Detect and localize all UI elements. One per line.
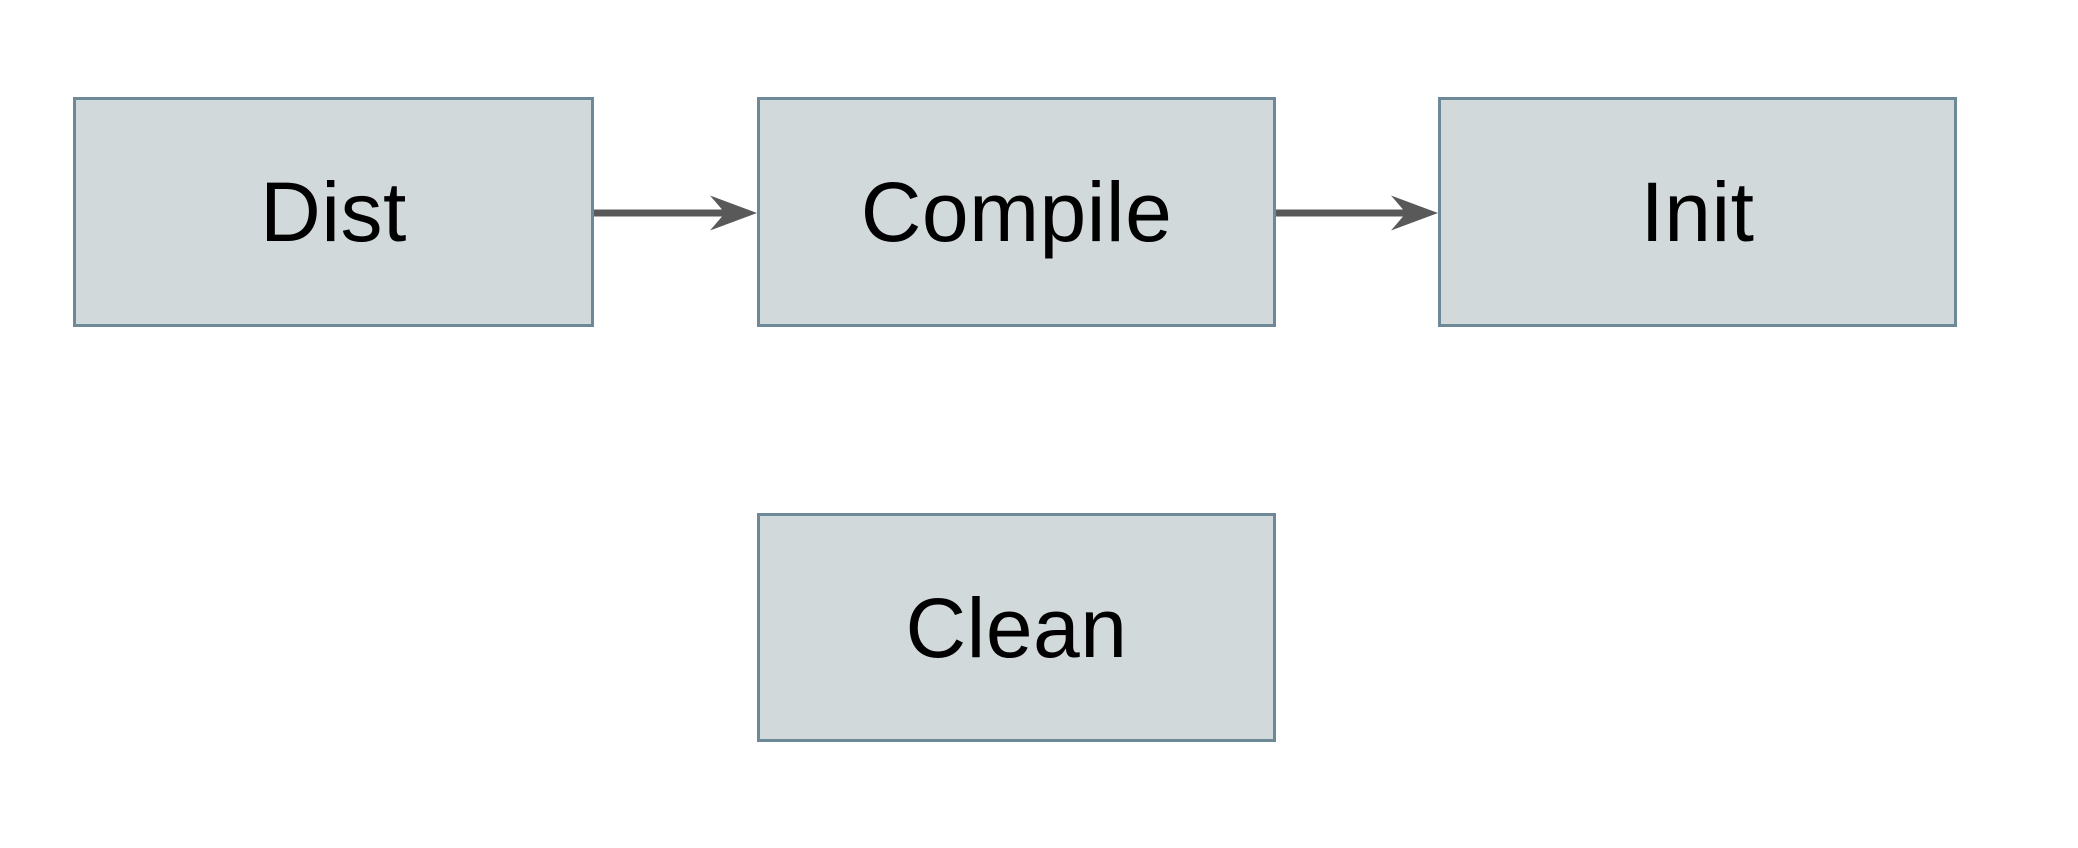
node-init[interactable]: Init — [1438, 97, 1957, 327]
node-clean[interactable]: Clean — [757, 513, 1276, 742]
node-compile[interactable]: Compile — [757, 97, 1276, 327]
arrow-compile-to-init[interactable] — [1276, 188, 1438, 238]
node-compile-label: Compile — [860, 165, 1173, 259]
node-clean-label: Clean — [905, 580, 1128, 675]
node-init-label: Init — [1640, 165, 1755, 259]
node-dist[interactable]: Dist — [73, 97, 594, 327]
node-dist-label: Dist — [260, 165, 407, 259]
arrow-dist-to-compile[interactable] — [594, 188, 757, 238]
